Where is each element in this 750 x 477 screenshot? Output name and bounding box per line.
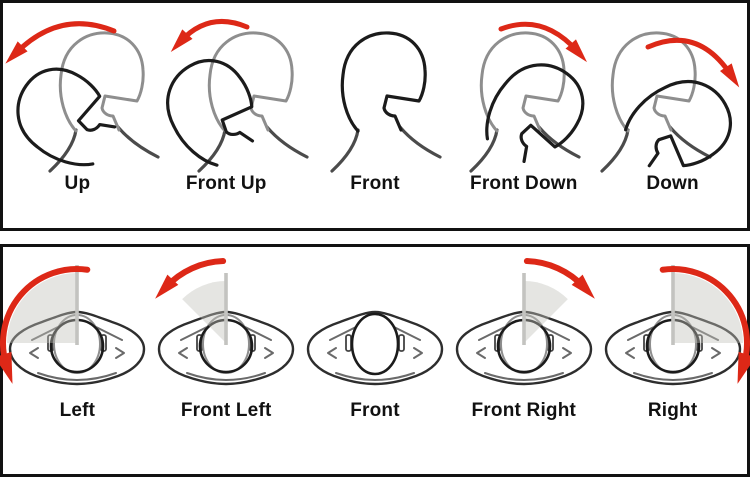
pose-front-pitch-label: Front bbox=[350, 173, 400, 194]
pose-front-left-label: Front Left bbox=[180, 400, 272, 421]
sagittal-plane-line bbox=[224, 273, 229, 345]
yaw-sketch bbox=[306, 310, 444, 386]
shoulders-sketch bbox=[330, 125, 442, 173]
head-sketch bbox=[623, 80, 732, 168]
rotation-sector bbox=[182, 281, 227, 343]
pose-front-pitch: Front bbox=[301, 3, 450, 194]
head-sketch bbox=[166, 58, 255, 167]
shoulders-sketch bbox=[197, 125, 309, 173]
pose-front-down-figure bbox=[449, 3, 599, 173]
pitch-panel: Up Front Up Front Front Down Down bbox=[0, 0, 750, 231]
rotation-arrowhead-icon bbox=[719, 63, 739, 88]
pose-front-left-figure bbox=[151, 247, 301, 399]
head-sketch bbox=[485, 63, 585, 164]
pose-down-figure bbox=[598, 3, 748, 173]
rotation-arrow-icon bbox=[0, 266, 91, 384]
yaw-sketch bbox=[455, 258, 595, 386]
rotation-arrowhead-icon bbox=[0, 351, 13, 384]
pose-left-figure bbox=[0, 247, 152, 399]
sagittal-plane-line bbox=[75, 265, 80, 345]
pose-right-figure bbox=[598, 247, 750, 399]
rotation-sector bbox=[523, 281, 568, 343]
pose-front-down: Front Down bbox=[449, 3, 598, 194]
pose-front-down-label: Front Down bbox=[470, 173, 578, 194]
rotation-arrowhead-icon bbox=[565, 39, 587, 63]
rotation-arrow-icon bbox=[170, 18, 250, 52]
rotation-arrowhead-icon bbox=[155, 274, 179, 299]
pose-front-yaw-label: Front bbox=[350, 400, 400, 421]
shoulders-sketch bbox=[469, 125, 581, 173]
yaw-sketch bbox=[604, 265, 750, 386]
pose-right: Right bbox=[598, 247, 750, 421]
reference-head-sketch bbox=[59, 31, 146, 133]
pose-front-pitch-figure bbox=[300, 3, 450, 173]
rotation-arrowhead-icon bbox=[571, 274, 595, 299]
head-top-sketch bbox=[350, 312, 400, 376]
pose-left-label: Left bbox=[59, 400, 96, 421]
rotation-arrow-icon bbox=[645, 37, 739, 88]
pose-front-up-label: Front Up bbox=[185, 173, 267, 194]
rotation-sector bbox=[7, 273, 78, 343]
pose-left: Left bbox=[0, 247, 152, 421]
rotation-arrowhead-icon bbox=[737, 351, 750, 384]
pose-down-label: Down bbox=[646, 173, 699, 194]
rotation-arrow-icon bbox=[5, 21, 117, 64]
yaw-sketch bbox=[0, 265, 146, 386]
pose-down: Down bbox=[598, 3, 747, 194]
rotation-arrowhead-icon bbox=[5, 41, 28, 64]
pitch-sketch bbox=[5, 21, 161, 173]
pose-front-right-figure bbox=[449, 247, 599, 399]
pose-front-up-figure bbox=[151, 3, 309, 173]
rotation-arrowhead-icon bbox=[170, 29, 193, 52]
rotation-arrow-icon bbox=[498, 21, 587, 63]
head-sketch bbox=[340, 31, 427, 133]
shoulders-sketch bbox=[599, 125, 712, 173]
rotation-arrow-icon bbox=[659, 266, 750, 384]
pose-up: Up bbox=[2, 3, 161, 194]
pose-front-left: Front Left bbox=[152, 247, 301, 421]
sagittal-plane-line bbox=[670, 265, 675, 345]
pitch-sketch bbox=[599, 31, 739, 173]
pose-front-right-label: Front Right bbox=[471, 400, 577, 421]
pose-front-yaw: Front bbox=[301, 247, 450, 421]
yaw-panel: Left Front Left Front Front Right Right bbox=[0, 244, 750, 477]
pose-front-up: Front Up bbox=[151, 3, 309, 194]
pose-up-label: Up bbox=[64, 173, 91, 194]
rotation-arrow-icon bbox=[523, 258, 595, 299]
yaw-sketch bbox=[155, 258, 295, 386]
rotation-sector bbox=[672, 273, 743, 343]
pose-front-yaw-figure bbox=[300, 247, 450, 399]
pose-front-right: Front Right bbox=[449, 247, 598, 421]
pose-up-figure bbox=[2, 3, 161, 173]
reference-head-sketch bbox=[479, 31, 566, 133]
head-sketch bbox=[16, 67, 117, 167]
rotation-arrow-icon bbox=[155, 258, 227, 299]
reference-head-sketch bbox=[208, 31, 294, 133]
shoulders-sketch bbox=[48, 125, 161, 173]
reference-head-sketch bbox=[610, 31, 697, 133]
pitch-sketch bbox=[330, 31, 442, 173]
pose-right-label: Right bbox=[647, 400, 698, 421]
pitch-sketch bbox=[166, 18, 309, 173]
sagittal-plane-line bbox=[521, 273, 526, 345]
pitch-sketch bbox=[469, 21, 587, 173]
